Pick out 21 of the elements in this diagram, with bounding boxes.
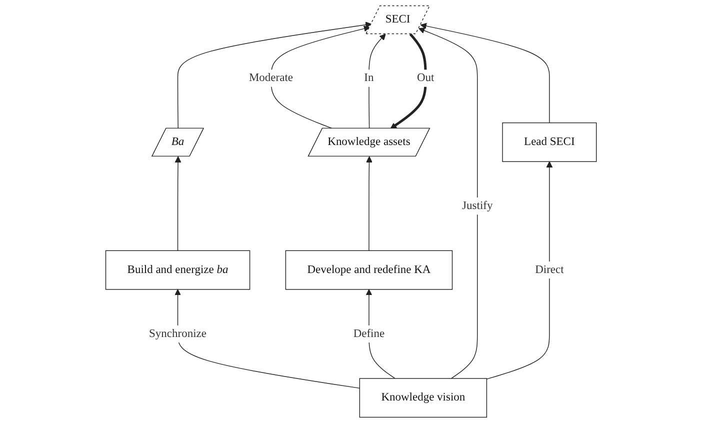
node-box: Develope and redefine KA <box>285 250 453 290</box>
arrow <box>177 22 372 129</box>
arrow <box>420 22 550 124</box>
arrow <box>270 26 370 129</box>
node-box: Lead SECI <box>502 122 597 162</box>
node-box: Knowledge vision <box>359 378 487 418</box>
node-box: Build and energize ba <box>105 250 250 290</box>
edge-label: In <box>364 72 374 84</box>
arrow <box>174 289 360 389</box>
edge-label: Synchronize <box>148 327 206 340</box>
edge-label: Define <box>353 327 385 340</box>
edge-label: Justify <box>462 200 493 212</box>
edge-label: Moderate <box>248 72 293 84</box>
arrow <box>174 156 182 251</box>
edge-label: Direct <box>535 264 564 276</box>
arrow <box>418 28 478 379</box>
edge-label: Out <box>416 72 434 84</box>
arrow <box>366 156 372 251</box>
arrow <box>390 33 427 129</box>
arrow <box>368 34 386 129</box>
arrow <box>486 161 553 380</box>
